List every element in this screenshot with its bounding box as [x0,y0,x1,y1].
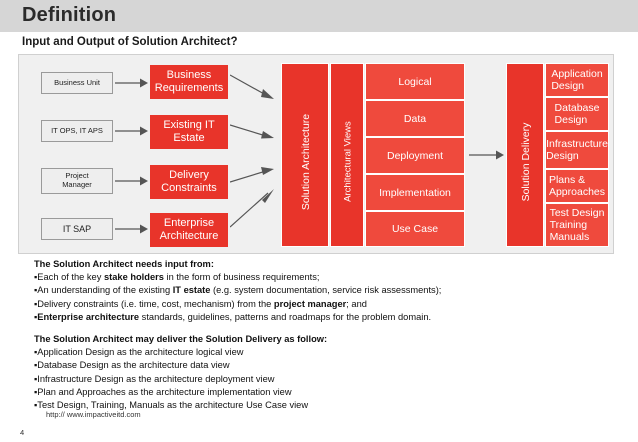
output-bullet-3-label: Infrastructure Design as the architectur… [37,373,275,384]
output-bullet-1: ▪Application Design as the architecture … [34,347,244,358]
header-band: Definition [0,0,638,32]
input-box-it-sap: IT SAP [41,218,113,240]
input-box-it-ops: IT OPS, IT APS [41,120,113,142]
arrow-it-sap [115,224,148,234]
input-bullet-2-bold: IT estate [172,285,211,296]
view-cell-label: Logical [398,75,432,88]
body-text: The Solution Architect needs input from:… [34,258,514,412]
input-bullet-1-bold: stake holders [103,272,164,283]
page-subtitle: Input and Output of Solution Architect? [22,36,238,48]
output-bullet-2: ▪Database Design as the architecture dat… [34,360,230,371]
input-bullet-1-post: in the form of business requirements; [163,272,320,283]
artifact-delivery-constraints: Delivery Constraints [150,165,228,199]
input-box-label: IT SAP [62,223,92,234]
input-box-business-unit: Business Unit [41,72,113,94]
artifact-enterprise-architecture: Enterprise Architecture [150,213,228,247]
footer-url[interactable]: http:// www.impactiveitd.com [46,410,141,419]
input-box-label: IT OPS, IT APS [51,125,103,135]
input-bullet-2: ▪An understanding of the existing IT est… [34,285,442,296]
artifact-label: Enterprise Architecture [159,217,219,242]
arrow-estate-to-architecture [230,124,274,139]
artifact-existing-it-estate: Existing IT Estate [150,115,228,149]
arrow-constraints-to-architecture [230,167,274,183]
deliverable-label: Application Design [551,68,603,92]
deliverable-plans-approaches: Plans & Approaches [545,169,609,203]
arrow-br-to-architecture [230,74,274,99]
artifact-label: Existing IT Estate [163,119,215,144]
view-cell-label: Data [403,112,427,125]
output-heading: The Solution Architect may deliver the S… [34,333,328,344]
deliverable-database-design: Database Design [545,97,609,131]
view-cell-label: Deployment [386,149,444,162]
input-bullet-4-post: standards, guidelines, patterns and road… [139,311,432,322]
input-bullet-3-post: ; and [346,298,367,309]
view-cell-implementation: Implementation [365,174,465,211]
output-bullet-2-label: Database Design as the architecture data… [37,360,230,371]
output-bullet-4-label: Plan and Approaches as the architecture … [37,386,292,397]
input-bullet-2-pre: An understanding of the existing [37,285,173,296]
input-box-project-manager: Project Manager [41,168,113,194]
deliverable-label: Infrastructure Design [546,138,608,162]
solution-delivery-column: Solution Delivery [506,63,544,247]
view-cell-deployment: Deployment [365,137,465,174]
input-bullet-2-post: (e.g. system documentation, service risk… [210,285,442,296]
page-number: 4 [20,428,25,437]
deliverable-infrastructure-design: Infrastructure Design [545,131,609,169]
output-bullet-3: ▪Infrastructure Design as the architectu… [34,373,275,384]
artifact-label: Business Requirements [154,69,224,94]
text-spacer [34,324,514,333]
arrow-views-to-delivery [469,150,504,160]
output-bullet-5-label: Test Design, Training, Manuals as the ar… [37,399,309,410]
view-cell-label: Implementation [379,186,451,199]
diagram-panel: Business Unit IT OPS, IT APS Project Man… [18,54,614,254]
arrow-it-ops [115,126,148,136]
architectural-views-column: Architectural Views [330,63,364,247]
input-bullet-1-pre: Each of the key [37,272,104,283]
output-bullet-1-label: Application Design as the architecture l… [37,347,244,358]
deliverable-application-design: Application Design [545,63,609,97]
input-bullet-3: ▪Delivery constraints (i.e. time, cost, … [34,298,367,309]
view-cell-data: Data [365,100,465,137]
solution-architecture-column: Solution Architecture [281,63,329,247]
solution-delivery-label: Solution Delivery [520,122,532,202]
output-bullet-5: ▪Test Design, Training, Manuals as the a… [34,399,309,410]
solution-architecture-label: Solution Architecture [300,113,312,211]
architectural-views-label: Architectural Views [342,121,354,202]
deliverable-label: Plans & Approaches [548,174,606,198]
deliverable-test-design-training: Test Design Training Manuals [545,203,609,247]
input-bullet-4-bold: Enterprise architecture [37,311,140,322]
input-box-label: Business Unit [54,77,100,87]
input-bullet-3-bold: project manager [273,298,347,309]
arrow-business-unit [115,78,148,88]
input-bullet-3-pre: Delivery constraints (i.e. time, cost, m… [37,298,274,309]
input-bullet-4: ▪Enterprise architecture standards, guid… [34,311,432,322]
deliverable-label: Database Design [554,102,600,126]
artifact-label: Delivery Constraints [161,169,217,194]
view-cell-logical: Logical [365,63,465,100]
arrow-enterprise-to-architecture [230,189,274,228]
output-bullet-4: ▪Plan and Approaches as the architecture… [34,386,292,397]
artifact-business-requirements: Business Requirements [150,65,228,99]
deliverable-label: Test Design Training Manuals [549,207,605,243]
page-title: Definition [22,4,117,26]
input-bullet-1: ▪Each of the key stake holders in the fo… [34,272,320,283]
arrow-project-manager [115,176,148,186]
view-cell-label: Use Case [391,223,439,235]
input-box-label: Project Manager [62,171,92,189]
input-heading: The Solution Architect needs input from: [34,259,214,269]
view-cell-use-case: Use Case [365,211,465,247]
